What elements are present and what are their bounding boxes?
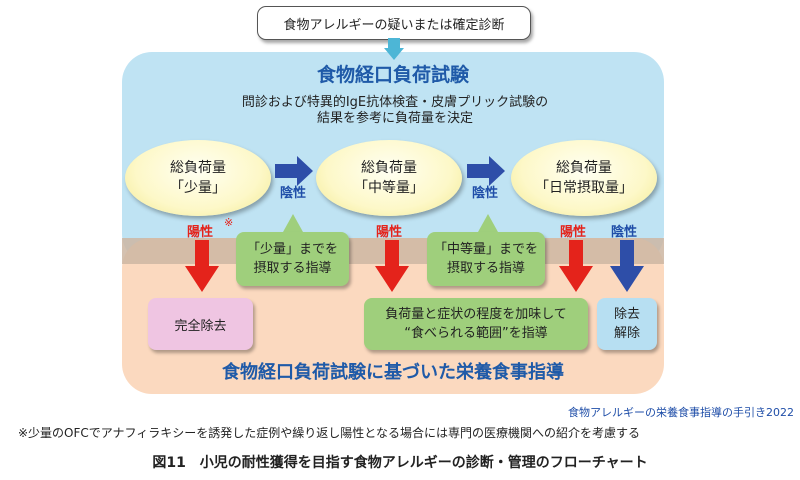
outcome-release-line1: 除去 [613,307,640,322]
dose-medium: 総負荷量 「中等量」 [316,140,462,216]
outcome-adjusted-line2: “食べられる範囲”を指導 [404,326,548,341]
dose-small-line2: 「少量」 [170,180,226,196]
note-mark: ※ [224,216,234,229]
dose-medium-line2: 「中等量」 [354,180,424,196]
positive-arrow-2-icon [375,240,409,292]
negative-label-1: 陰性 [280,186,307,201]
negative-arrow-1-icon [275,156,313,186]
outcome-complete-removal: 完全除去 [148,298,253,350]
dose-daily: 総負荷量 「日常摂取量」 [511,140,657,216]
callout-medium-line1: 「中等量」までを [433,242,538,257]
outcome-adjusted-line1: 負荷量と症状の程度を加味して [385,307,567,322]
negative-arrow-2-icon [467,156,505,186]
guidance-title: 食物経口負荷試験に基づいた栄養食事指導 [222,362,564,383]
positive-label-1: 陽性 [187,225,214,240]
callout-small-guidance: 「少量」までを 摂取する指導 [236,232,349,286]
callout-small-line2: 摂取する指導 [253,261,332,276]
entry-box: 食物アレルギーの疑いまたは確定診断 [257,6,531,40]
figure-caption: 図11 小児の耐性獲得を目指す食物アレルギーの診断・管理のフローチャート [152,455,648,471]
source-citation: 食物アレルギーの栄養食事指導の手引き2022 [568,406,794,419]
callout-medium-line2: 摂取する指導 [446,261,525,276]
dose-daily-line1: 総負荷量 [556,160,612,176]
ofc-description: 問診および特異的IgE抗体検査・皮膚プリック試験の 結果を参考に負荷量を決定 [180,95,610,127]
footnote: ※少量のOFCでアナフィラキシーを誘発した症例や繰り返し陽性となる場合には専門の… [18,426,640,440]
outcome-adjusted-guidance: 負荷量と症状の程度を加味して “食べられる範囲”を指導 [364,298,588,350]
positive-label-3: 陽性 [560,225,587,240]
entry-text: 食物アレルギーの疑いまたは確定診断 [283,17,505,33]
callout-pointer-2-icon [478,214,498,232]
ofc-desc-line2: 結果を参考に負荷量を決定 [316,111,473,126]
entry-arrow-icon [384,38,404,60]
ofc-desc-line1: 問診および特異的IgE抗体検査・皮膚プリック試験の [241,95,549,110]
dose-medium-line1: 総負荷量 [361,160,417,176]
dose-small: 総負荷量 「少量」 [125,140,271,216]
outcome-release-line2: 解除 [613,326,640,341]
negative-label-2: 陰性 [472,186,499,201]
callout-small-line1: 「少量」までを [246,242,338,257]
dose-small-line1: 総負荷量 [170,160,226,176]
ofc-title: 食物経口負荷試験 [316,64,469,86]
callout-pointer-1-icon [283,214,303,232]
positive-arrow-1-icon [185,240,219,292]
negative-label-3: 陰性 [611,225,638,240]
outcome-complete-removal-text: 完全除去 [174,318,227,334]
positive-label-2: 陽性 [376,225,403,240]
callout-medium-guidance: 「中等量」までを 摂取する指導 [427,232,545,286]
dose-daily-line2: 「日常摂取量」 [535,180,633,196]
outcome-release: 除去 解除 [597,298,657,350]
negative-arrow-3-icon [610,240,644,292]
positive-arrow-3-icon [559,240,593,292]
